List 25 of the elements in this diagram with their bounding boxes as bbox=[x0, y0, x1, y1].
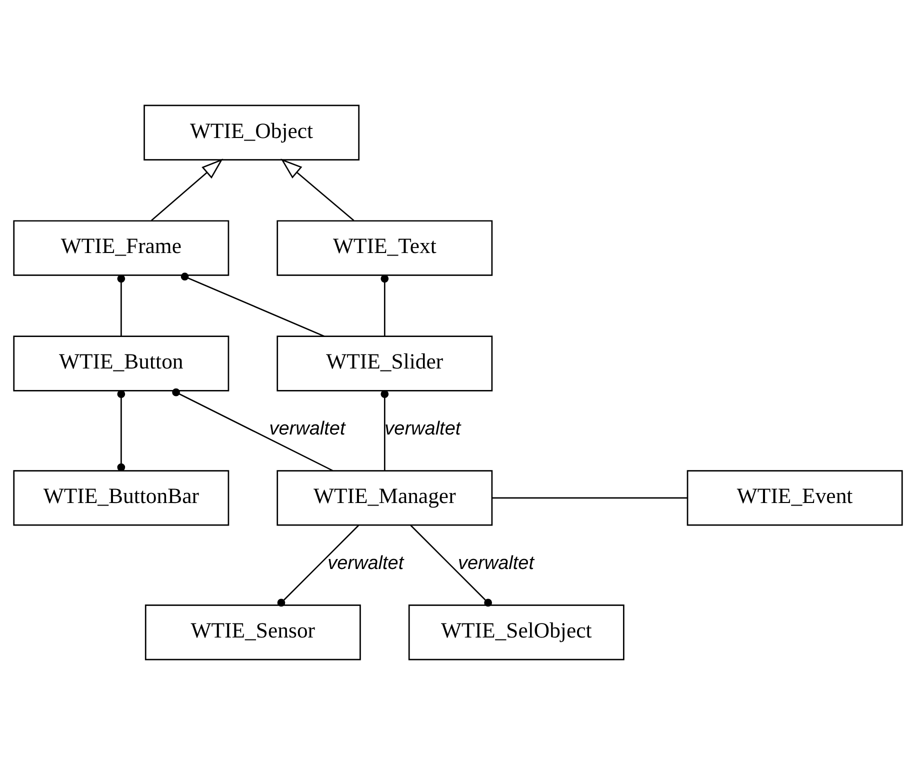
edge-label: verwaltet bbox=[458, 552, 534, 574]
connector bbox=[180, 272, 324, 336]
connector bbox=[117, 390, 126, 471]
connector bbox=[380, 274, 389, 336]
connector bbox=[492, 496, 688, 498]
connector bbox=[380, 390, 389, 470]
node-box: WTIE_Manager bbox=[276, 470, 493, 526]
connector bbox=[410, 524, 492, 606]
node-box: WTIE_Object bbox=[144, 104, 360, 160]
node-box: WTIE_Event bbox=[686, 470, 903, 526]
connector bbox=[277, 524, 360, 606]
node-box: WTIE_ButtonBar bbox=[13, 470, 230, 526]
edge-label: verwaltet bbox=[384, 418, 461, 439]
node-box: WTIE_Sensor bbox=[144, 604, 361, 660]
connector bbox=[117, 274, 126, 336]
node-box: WTIE_Frame bbox=[13, 220, 230, 276]
edge-label: verwaltet bbox=[269, 418, 346, 439]
node-box: WTIE_Button bbox=[13, 335, 230, 391]
node-box: WTIE_SelObject bbox=[408, 604, 624, 660]
edge-label: verwaltet bbox=[328, 552, 404, 574]
arrow bbox=[150, 158, 224, 221]
node-box: WTIE_Text bbox=[276, 220, 493, 276]
arrow bbox=[280, 158, 354, 221]
connector bbox=[172, 388, 333, 471]
node-box: WTIE_Slider bbox=[276, 335, 493, 391]
